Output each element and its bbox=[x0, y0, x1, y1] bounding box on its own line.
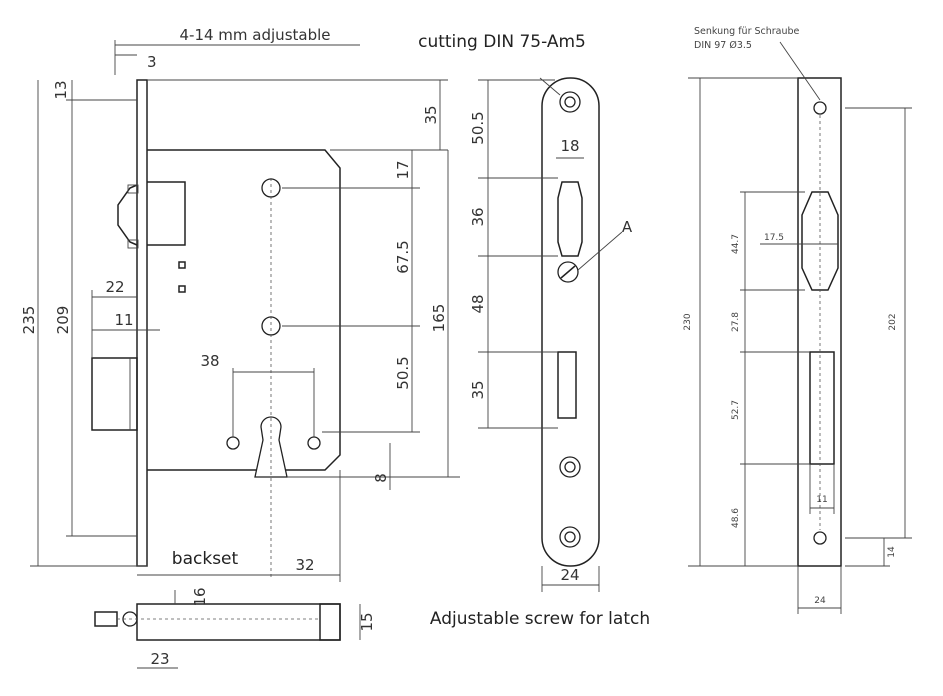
lock-case bbox=[147, 149, 341, 471]
screw-hole-left bbox=[226, 436, 240, 450]
spindle-hole-middle bbox=[261, 316, 281, 336]
latch-housing bbox=[147, 181, 186, 246]
label-48-6: 48.6 bbox=[731, 508, 741, 528]
label-countersink-2: DIN 97 Ø3.5 bbox=[694, 40, 752, 51]
label-mid-35: 35 bbox=[469, 380, 487, 399]
cylinder-hole-inner bbox=[564, 461, 576, 473]
label-67-5: 67.5 bbox=[394, 240, 412, 273]
latch-end bbox=[319, 603, 341, 641]
strike-bolt-opening bbox=[809, 351, 835, 465]
label-202: 202 bbox=[888, 313, 898, 330]
label-adjustable: 4-14 mm adjustable bbox=[180, 26, 331, 44]
label-a: A bbox=[622, 218, 633, 236]
label-50-5: 50.5 bbox=[394, 356, 412, 389]
label-22: 22 bbox=[105, 278, 124, 296]
label-15: 15 bbox=[358, 612, 376, 631]
latch-opening bbox=[557, 181, 583, 257]
label-countersink-1: Senkung für Schraube bbox=[694, 26, 800, 37]
label-strike-24: 24 bbox=[814, 596, 826, 606]
faceplate-front-view: cutting DIN 75-Am5 50.5 18 36 48 35 24 A… bbox=[418, 32, 650, 629]
label-mid-50-5: 50.5 bbox=[469, 111, 487, 144]
label-14: 14 bbox=[887, 546, 897, 558]
spindle-hole-top bbox=[261, 178, 281, 198]
strike-plate-outline bbox=[797, 77, 842, 567]
label-52-7: 52.7 bbox=[731, 400, 741, 420]
marker-square-2 bbox=[178, 285, 186, 293]
label-44-7: 44.7 bbox=[731, 234, 741, 254]
strike-plate-view: Senkung für Schraube DIN 97 Ø3.5 230 202… bbox=[683, 26, 912, 614]
screw-hole-right bbox=[307, 436, 321, 450]
label-23: 23 bbox=[150, 650, 169, 668]
latch-body bbox=[136, 603, 341, 641]
latch-tab-bottom bbox=[127, 239, 139, 249]
label-17-5: 17.5 bbox=[764, 233, 784, 243]
label-mid-36: 36 bbox=[469, 207, 487, 226]
latch-top-view: 16 15 23 bbox=[94, 587, 376, 669]
label-235: 235 bbox=[20, 306, 38, 335]
strike-top-screw bbox=[813, 101, 827, 115]
label-13: 13 bbox=[52, 80, 70, 99]
leader-cutting bbox=[539, 77, 561, 96]
leader-countersink bbox=[779, 41, 821, 101]
latch-bolt bbox=[117, 184, 138, 246]
strike-bottom-screw bbox=[813, 531, 827, 545]
label-backset: backset bbox=[172, 549, 239, 569]
label-mid-48: 48 bbox=[469, 294, 487, 313]
bolt-opening bbox=[557, 351, 577, 419]
latch-tab-top bbox=[127, 184, 139, 194]
label-165: 165 bbox=[430, 304, 448, 333]
faceplate bbox=[136, 79, 148, 567]
faceplate-outline bbox=[541, 77, 600, 567]
label-latch-screw: Adjustable screw for latch bbox=[430, 609, 650, 629]
cylinder-cutout bbox=[254, 416, 288, 478]
top-screw-inner bbox=[564, 96, 576, 108]
label-16: 16 bbox=[191, 587, 209, 606]
label-11: 11 bbox=[114, 311, 133, 329]
label-27-8: 27.8 bbox=[731, 312, 741, 332]
deadbolt bbox=[91, 357, 138, 431]
label-3: 3 bbox=[147, 53, 157, 71]
label-38: 38 bbox=[200, 352, 219, 370]
leader-a bbox=[577, 231, 623, 271]
label-209: 209 bbox=[54, 306, 72, 335]
label-230: 230 bbox=[683, 313, 693, 330]
label-35: 35 bbox=[422, 105, 440, 124]
bottom-screw-inner bbox=[564, 531, 576, 543]
label-8: 8 bbox=[372, 473, 390, 483]
label-17: 17 bbox=[394, 160, 412, 179]
strike-latch-opening bbox=[801, 191, 839, 291]
lock-body-view: 4-14 mm adjustable 3 13 35 17 67.5 165 5… bbox=[20, 26, 460, 582]
label-mid-24: 24 bbox=[560, 566, 579, 584]
label-mid-18: 18 bbox=[560, 137, 579, 155]
latch-stub bbox=[94, 611, 118, 627]
adjust-screw-slot bbox=[560, 265, 576, 279]
marker-square-1 bbox=[178, 261, 186, 269]
label-strike-11: 11 bbox=[816, 495, 827, 505]
label-32: 32 bbox=[295, 556, 314, 574]
label-cutting: cutting DIN 75-Am5 bbox=[418, 32, 586, 52]
